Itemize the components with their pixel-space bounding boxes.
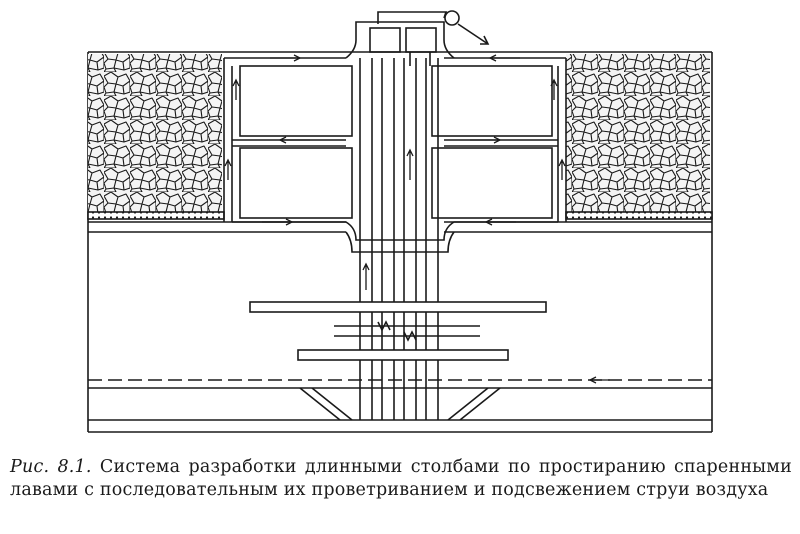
crosscut-1 xyxy=(249,301,547,313)
fan-house-left xyxy=(369,27,401,53)
exhaust-arrow-icon xyxy=(457,23,490,45)
pillar-lower-left xyxy=(239,147,353,219)
airflow-arrow-icon xyxy=(224,54,610,384)
pillar-upper-left xyxy=(239,65,353,137)
fan-house-right xyxy=(405,27,437,53)
caved-rock-left xyxy=(88,54,222,212)
caved-rock-right xyxy=(566,54,710,212)
crosscut-2 xyxy=(297,349,509,361)
caption-label: Рис. 8.1. xyxy=(10,457,92,477)
seam-strip-right xyxy=(565,211,713,220)
caption-text: Система разработки длинными столбами по … xyxy=(10,457,792,500)
figure-caption: Рис. 8.1. Система разработки длинными ст… xyxy=(10,456,792,502)
seam-strip-left xyxy=(87,211,225,220)
fan-icon xyxy=(444,10,460,26)
pillar-upper-right xyxy=(431,65,553,137)
pillar-lower-right xyxy=(431,147,553,219)
mine-ventilation-diagram xyxy=(87,10,713,433)
